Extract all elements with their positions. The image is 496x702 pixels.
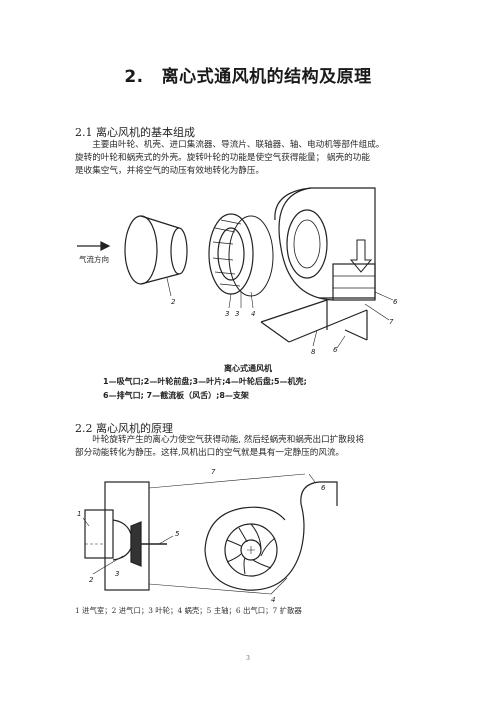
fan-exploded-diagram: 气流方向 2 3 3 4 6 7 8 6 [75, 180, 415, 360]
support-frame [260, 299, 368, 343]
impeller-front-disc [208, 213, 254, 295]
figure1-legend-line2: 6—排气口; 7—截流板（风舌）;8—支架 [103, 391, 249, 400]
section-2-1-paragraph: 主要由叶轮、机壳、进口集流器、导流片、联轴器、轴、电动机等部件组成。 旋转的叶轮… [75, 139, 427, 178]
paragraph-line: 是收集空气，并将空气的动压有效地转化为静压。 [75, 166, 265, 176]
casing-inlet-ring [286, 209, 328, 279]
inlet-collector-throat [170, 227, 188, 275]
fan-section-diagram: 1 2 3 4 5 6 7 [75, 466, 385, 602]
paragraph-line: 主要由叶轮、机壳、进口集流器、导流片、联轴器、轴、电动机等部件组成。 [92, 140, 385, 150]
discharge-arrow [349, 239, 373, 273]
impeller-section [130, 521, 142, 567]
label-leaders [166, 277, 394, 349]
airflow-arrowhead [100, 241, 111, 251]
part-label-5: 4 [251, 310, 255, 318]
part-label-4: 3 [235, 310, 239, 318]
diffuser-outlet [300, 481, 338, 506]
inlet-collector-body [140, 215, 180, 285]
figure1-legend-line1: 1—吸气口;2—叶轮前盘;3—叶片;4—叶轮后盘;5—机壳; [103, 377, 307, 386]
figure2-caption: 1 进气室；2 进气口；3 叶轮；4 蜗壳；5 主轴；6 出气口；7 扩散器 [75, 606, 302, 615]
section-heading-2-1: 2.1 离心风机的基本组成 [75, 126, 195, 139]
inlet-nozzle [112, 519, 132, 561]
part-label-7: 7 [211, 468, 216, 476]
shaft-center-mark [247, 546, 255, 554]
part-label-6: 6 [393, 298, 398, 306]
part-label-2: 2 [89, 576, 94, 584]
casing-scroll [278, 187, 334, 301]
paragraph-line: 叶轮旋转产生的离心力使空气获得动能, 然后经蜗壳和蜗壳出口扩散段将 [92, 435, 365, 445]
part-label-3: 3 [225, 310, 229, 318]
part-label-2: 2 [171, 298, 176, 306]
inlet-collector-mouth [124, 215, 158, 285]
part-label-6: 6 [321, 484, 326, 492]
casing-outline [274, 187, 376, 299]
page-number: 3 [246, 655, 250, 662]
volute-casing [204, 503, 305, 591]
part-label-5: 5 [175, 530, 180, 538]
impeller-eye [217, 227, 245, 281]
leader-diffuser [148, 473, 316, 489]
impeller-back-disc [228, 215, 274, 297]
fan-section-svg: 1 2 3 4 5 6 7 [77, 468, 338, 602]
figure1-title: 离心式通风机 [224, 363, 272, 373]
outlet-duct [332, 263, 376, 301]
leader-volute [148, 577, 288, 595]
page-title: 2. 离心式通风机的结构及原理 [0, 62, 496, 87]
section-heading-2-2: 2.2 离心风机的原理 [75, 422, 173, 435]
fan-exploded-svg: 气流方向 2 3 3 4 6 7 8 6 [77, 187, 398, 356]
section-2-2-paragraph: 叶轮旋转产生的离心力使空气获得动能, 然后经蜗壳和蜗壳出口扩散段将 部分动能转化… [75, 434, 427, 460]
part-label-3: 3 [115, 570, 119, 578]
casing-inlet-inner [293, 219, 321, 269]
inlet-chamber [84, 509, 114, 559]
paragraph-line: 部分动能转化为静压。这样,风机出口的空气就是具有一定静压的风流。 [75, 448, 345, 458]
impeller-blades-front [226, 523, 276, 575]
impeller-blades [212, 219, 242, 287]
title-text: 离心式通风机的结构及原理 [161, 67, 372, 87]
side-view-casing [104, 481, 150, 591]
airflow-label: 气流方向 [79, 254, 109, 264]
part-label-1: 1 [77, 510, 81, 518]
paragraph-line: 旋转的叶轮和蜗壳式的外壳。旋转叶轮的功能是使空气获得能量； 蜗壳的功能 [75, 153, 370, 163]
part-label-4: 4 [271, 596, 275, 602]
part-label-7: 7 [389, 318, 394, 326]
outlet-louvers [333, 275, 375, 289]
part-label-8: 8 [311, 348, 316, 356]
leader-side-parts [82, 517, 174, 575]
part-label-9: 6 [333, 346, 338, 354]
title-number: 2. [124, 67, 144, 87]
